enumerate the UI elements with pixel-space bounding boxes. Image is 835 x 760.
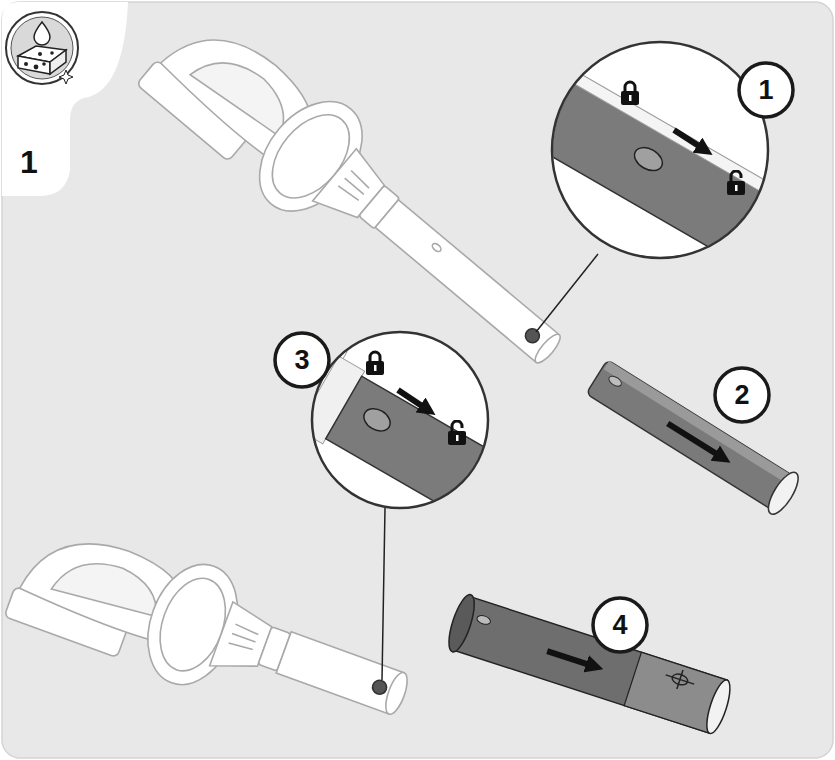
drawing-part	[11, 17, 73, 79]
drawing-part	[630, 143, 666, 175]
drawing-part	[360, 404, 394, 435]
drawing-part	[668, 423, 723, 457]
cleaning-icon	[6, 12, 78, 84]
drawing-part	[202, 297, 577, 571]
drawing-part	[24, 62, 28, 66]
vacuum-bottom	[2, 505, 423, 759]
drawing-part	[34, 22, 50, 45]
drawing-part	[232, 634, 255, 643]
leader-line	[382, 508, 385, 680]
step-number: 1	[20, 144, 38, 181]
drawing-part	[453, 597, 727, 734]
drawing-part	[51, 548, 168, 626]
drawing-part	[398, 390, 428, 410]
drawing-part	[604, 361, 792, 484]
drawing-part	[50, 50, 66, 74]
detail-magnifier	[202, 297, 577, 571]
drawing-part	[702, 678, 735, 736]
drawing-part	[42, 62, 46, 66]
drawing-part	[235, 624, 259, 634]
drawing-part	[671, 672, 689, 686]
callout-number: 4	[591, 596, 649, 654]
drawing-part	[607, 374, 623, 388]
drawing-part	[552, 42, 768, 258]
drawing-part	[381, 670, 411, 717]
callout-circle: 2	[713, 366, 771, 424]
drawing-part	[326, 376, 570, 558]
drawing-part	[763, 468, 804, 518]
drawing-part	[494, 48, 831, 292]
extension-tube	[444, 592, 735, 738]
callout-number: 2	[713, 366, 771, 424]
drawing-part	[444, 592, 480, 655]
drawing-part	[59, 70, 73, 84]
drawing-part	[674, 130, 705, 150]
drawing-part	[621, 82, 639, 105]
drawing-part	[586, 360, 794, 511]
drawing-part	[476, 614, 492, 626]
step-tab	[2, 2, 128, 196]
drawing-part	[727, 171, 745, 195]
callout-circle: 4	[591, 596, 649, 654]
callout-number: 3	[273, 331, 331, 389]
drawing-part	[494, 48, 831, 292]
detail-magnifier	[494, 42, 831, 293]
drawing-part	[276, 632, 404, 714]
drawing-part	[6, 12, 78, 84]
leader-line	[536, 254, 598, 332]
drawing-part	[210, 602, 276, 681]
drawing-part	[34, 65, 39, 70]
callout-circle: 3	[273, 331, 331, 389]
drawing-part	[663, 665, 698, 693]
drawing-part	[202, 297, 577, 571]
drawing-part	[312, 332, 488, 508]
drawing-part	[547, 651, 595, 666]
callout-number: 1	[737, 61, 795, 119]
drawing-part	[431, 242, 443, 253]
drawing-part	[229, 641, 253, 651]
tube-removed	[584, 356, 804, 518]
drawing-part	[50, 51, 54, 55]
drawing-part	[531, 48, 831, 228]
drawing-part	[448, 421, 466, 445]
drawing-part	[38, 52, 42, 56]
drawing-part	[338, 184, 358, 202]
drawing-part	[18, 56, 50, 74]
drawing-part	[366, 352, 384, 375]
callout-circle: 1	[737, 61, 795, 119]
drawing-part	[371, 678, 389, 696]
